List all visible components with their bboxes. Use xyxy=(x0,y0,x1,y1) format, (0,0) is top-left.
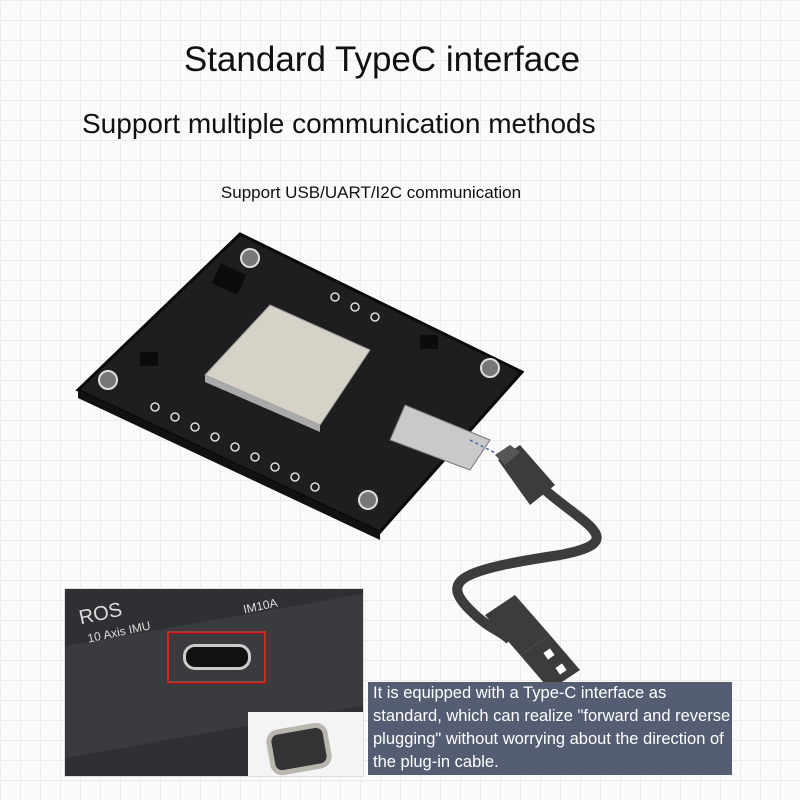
page-title: Standard TypeC interface xyxy=(183,40,581,79)
caption-box: It is equipped with a Type-C interface a… xyxy=(368,682,732,775)
subtitle: Support multiple communication methods xyxy=(82,108,596,139)
usb-cable xyxy=(452,439,602,690)
typec-plug-inset xyxy=(248,712,363,776)
imu-board xyxy=(75,232,525,540)
highlight-box xyxy=(167,631,266,683)
typec-port-icon xyxy=(183,644,251,670)
communication-note: Support USB/UART/I2C communication xyxy=(220,183,522,202)
imu-photo: ROS 10 Axis IMU IM10A xyxy=(64,588,364,777)
